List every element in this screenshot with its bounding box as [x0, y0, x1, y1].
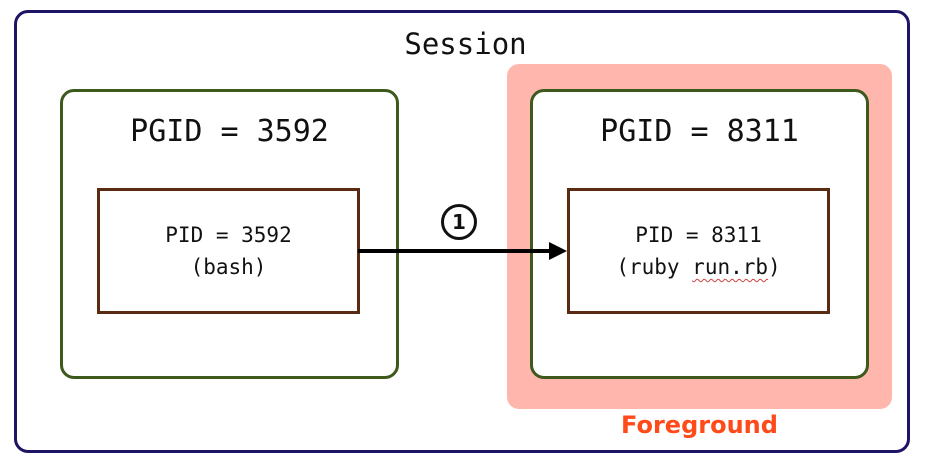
session-box [14, 10, 910, 453]
process-right-cmd-suffix: ) [768, 255, 781, 279]
foreground-label: Foreground [621, 411, 778, 439]
process-right-cmd: (ruby run.rb) [616, 251, 780, 283]
move-arrow-head [549, 242, 567, 260]
process-left-cmd: (bash) [190, 255, 267, 279]
process-left-pid: PID = 3592 [165, 223, 292, 247]
process-right-cmd-file: run.rb [692, 255, 769, 279]
step-marker: 1 [441, 204, 477, 240]
process-group-left-title: PGID = 3592 [130, 114, 329, 149]
process-left: PID = 3592 (bash) [97, 188, 360, 314]
process-right-pid: PID = 8311 [635, 223, 762, 247]
session-title: Session [404, 27, 527, 61]
process-group-right-title: PGID = 8311 [600, 114, 799, 149]
process-right-cmd-prefix: (ruby [616, 255, 693, 279]
process-right: PID = 8311 (ruby run.rb) [567, 188, 830, 314]
